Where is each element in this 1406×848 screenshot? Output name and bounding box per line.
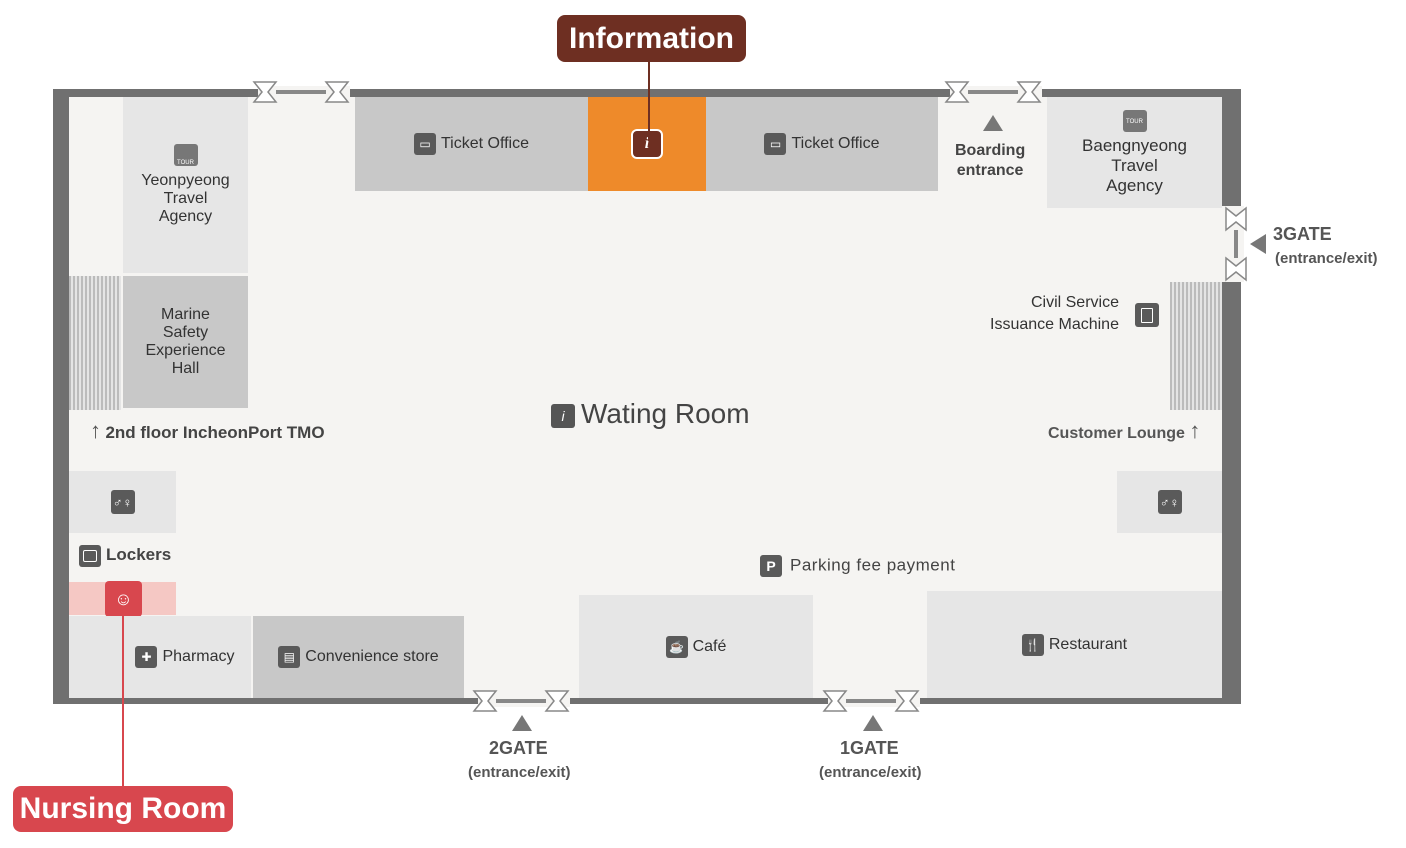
restroom-left[interactable]: ♂♀ — [69, 471, 176, 533]
door-icon — [822, 690, 848, 712]
marine-label-4: Hall — [171, 360, 200, 377]
customer-lounge-label[interactable]: Customer Lounge ↑ — [1048, 418, 1201, 443]
information-callout[interactable]: Information — [557, 15, 746, 62]
baengnyeong-label-2: Travel — [1111, 155, 1158, 175]
yeonpyeong-label-1: Yeonpyeong — [141, 172, 230, 189]
door-icon — [1225, 256, 1247, 282]
waiting-room-icon: i — [551, 403, 575, 428]
restaurant-label: Restaurant — [1048, 635, 1128, 653]
ticket-office-left-label: Ticket Office — [440, 135, 530, 152]
arrow-up-icon: ↑ — [90, 418, 101, 443]
gate1-arrow-icon — [863, 715, 883, 731]
ticket-icon: ▭ — [413, 133, 436, 155]
restaurant[interactable]: 🍴 Restaurant — [927, 591, 1222, 698]
yeonpyeong-label-3: Agency — [158, 208, 213, 225]
nursing-room-callout[interactable]: Nursing Room — [13, 786, 233, 832]
tour-ship-icon: TOUR — [173, 144, 198, 166]
restroom-icon: ♂♀ — [1157, 490, 1182, 514]
cafe[interactable]: ☕ Café — [579, 595, 813, 698]
door-icon — [324, 81, 350, 103]
gate2-name[interactable]: 2GATE — [489, 738, 548, 758]
baengnyeong-label-3: Agency — [1106, 175, 1163, 195]
ticket-office-left[interactable]: ▭ Ticket Office — [355, 97, 588, 191]
door-icon — [472, 690, 498, 712]
gate3-arrow-icon — [1250, 234, 1266, 254]
waiting-room-label: Wating Room — [581, 398, 750, 429]
information-leader-line — [648, 61, 650, 141]
tour-ship-icon: TOUR — [1122, 109, 1147, 132]
restaurant-icon: 🍴 — [1021, 633, 1044, 656]
door-icon — [1225, 206, 1247, 232]
yeonpyeong-label-2: Travel — [163, 190, 208, 207]
pharmacy-icon: ✚ — [135, 646, 158, 668]
pharmacy-label: Pharmacy — [162, 648, 235, 665]
door-icon — [252, 81, 278, 103]
gate2-sub: (entrance/exit) — [468, 764, 571, 781]
door-icon — [1016, 81, 1042, 103]
document-icon — [1135, 303, 1159, 327]
cafe-label: Café — [692, 637, 727, 655]
baby-icon[interactable]: ☺ — [105, 581, 142, 617]
ticket-icon: ▭ — [764, 133, 787, 155]
restroom-icon: ♂♀ — [110, 490, 135, 514]
arrow-up-icon: ↑ — [1189, 418, 1201, 443]
ticket-office-right-label: Ticket Office — [791, 135, 880, 152]
marine-label-1: Marine — [161, 306, 210, 323]
right-staircase — [1170, 282, 1222, 410]
gate1-name[interactable]: 1GATE — [840, 738, 899, 758]
nursing-leader-line — [122, 612, 124, 790]
info-icon: i — [631, 129, 663, 159]
marine-label-2: Safety — [162, 324, 209, 341]
luggage-icon — [79, 545, 101, 567]
ticket-office-right[interactable]: ▭ Ticket Office — [706, 97, 938, 191]
lockers[interactable]: Lockers — [79, 545, 171, 567]
gate2-arrow-icon — [512, 715, 532, 731]
yeonpyeong-travel-agency[interactable]: TOUR Yeonpyeong Travel Agency — [123, 97, 248, 273]
restroom-right[interactable]: ♂♀ — [1117, 471, 1222, 533]
marine-safety-experience-hall[interactable]: Marine Safety Experience Hall — [123, 276, 248, 408]
tmo-label[interactable]: ↑ 2nd floor IncheonPort TMO — [90, 418, 325, 443]
boarding-arrow-icon — [983, 115, 1003, 131]
gate3-name[interactable]: 3GATE — [1273, 224, 1332, 244]
pharmacy[interactable]: ✚ Pharmacy — [69, 616, 251, 698]
convenience-store[interactable]: ▤ Convenience store — [253, 616, 464, 698]
left-staircase — [69, 276, 121, 410]
store-icon: ▤ — [278, 646, 301, 668]
baengnyeong-label-1: Baengnyeong — [1082, 135, 1187, 155]
convenience-label: Convenience store — [305, 648, 439, 665]
gate1-sub: (entrance/exit) — [819, 764, 922, 781]
door-icon — [944, 81, 970, 103]
civil-service-label[interactable]: Civil Service Issuance Machine — [990, 294, 1119, 333]
door-icon — [894, 690, 920, 712]
information-booth[interactable]: i — [588, 97, 706, 191]
door-icon — [544, 690, 570, 712]
coffee-icon: ☕ — [665, 635, 688, 658]
gate3-sub: (entrance/exit) — [1275, 250, 1378, 267]
parking-icon: P — [760, 555, 782, 577]
baengnyeong-travel-agency[interactable]: TOUR Baengnyeong Travel Agency — [1047, 97, 1222, 208]
boarding-entrance-label: Boarding entrance — [955, 142, 1026, 179]
marine-label-3: Experience — [145, 342, 226, 359]
